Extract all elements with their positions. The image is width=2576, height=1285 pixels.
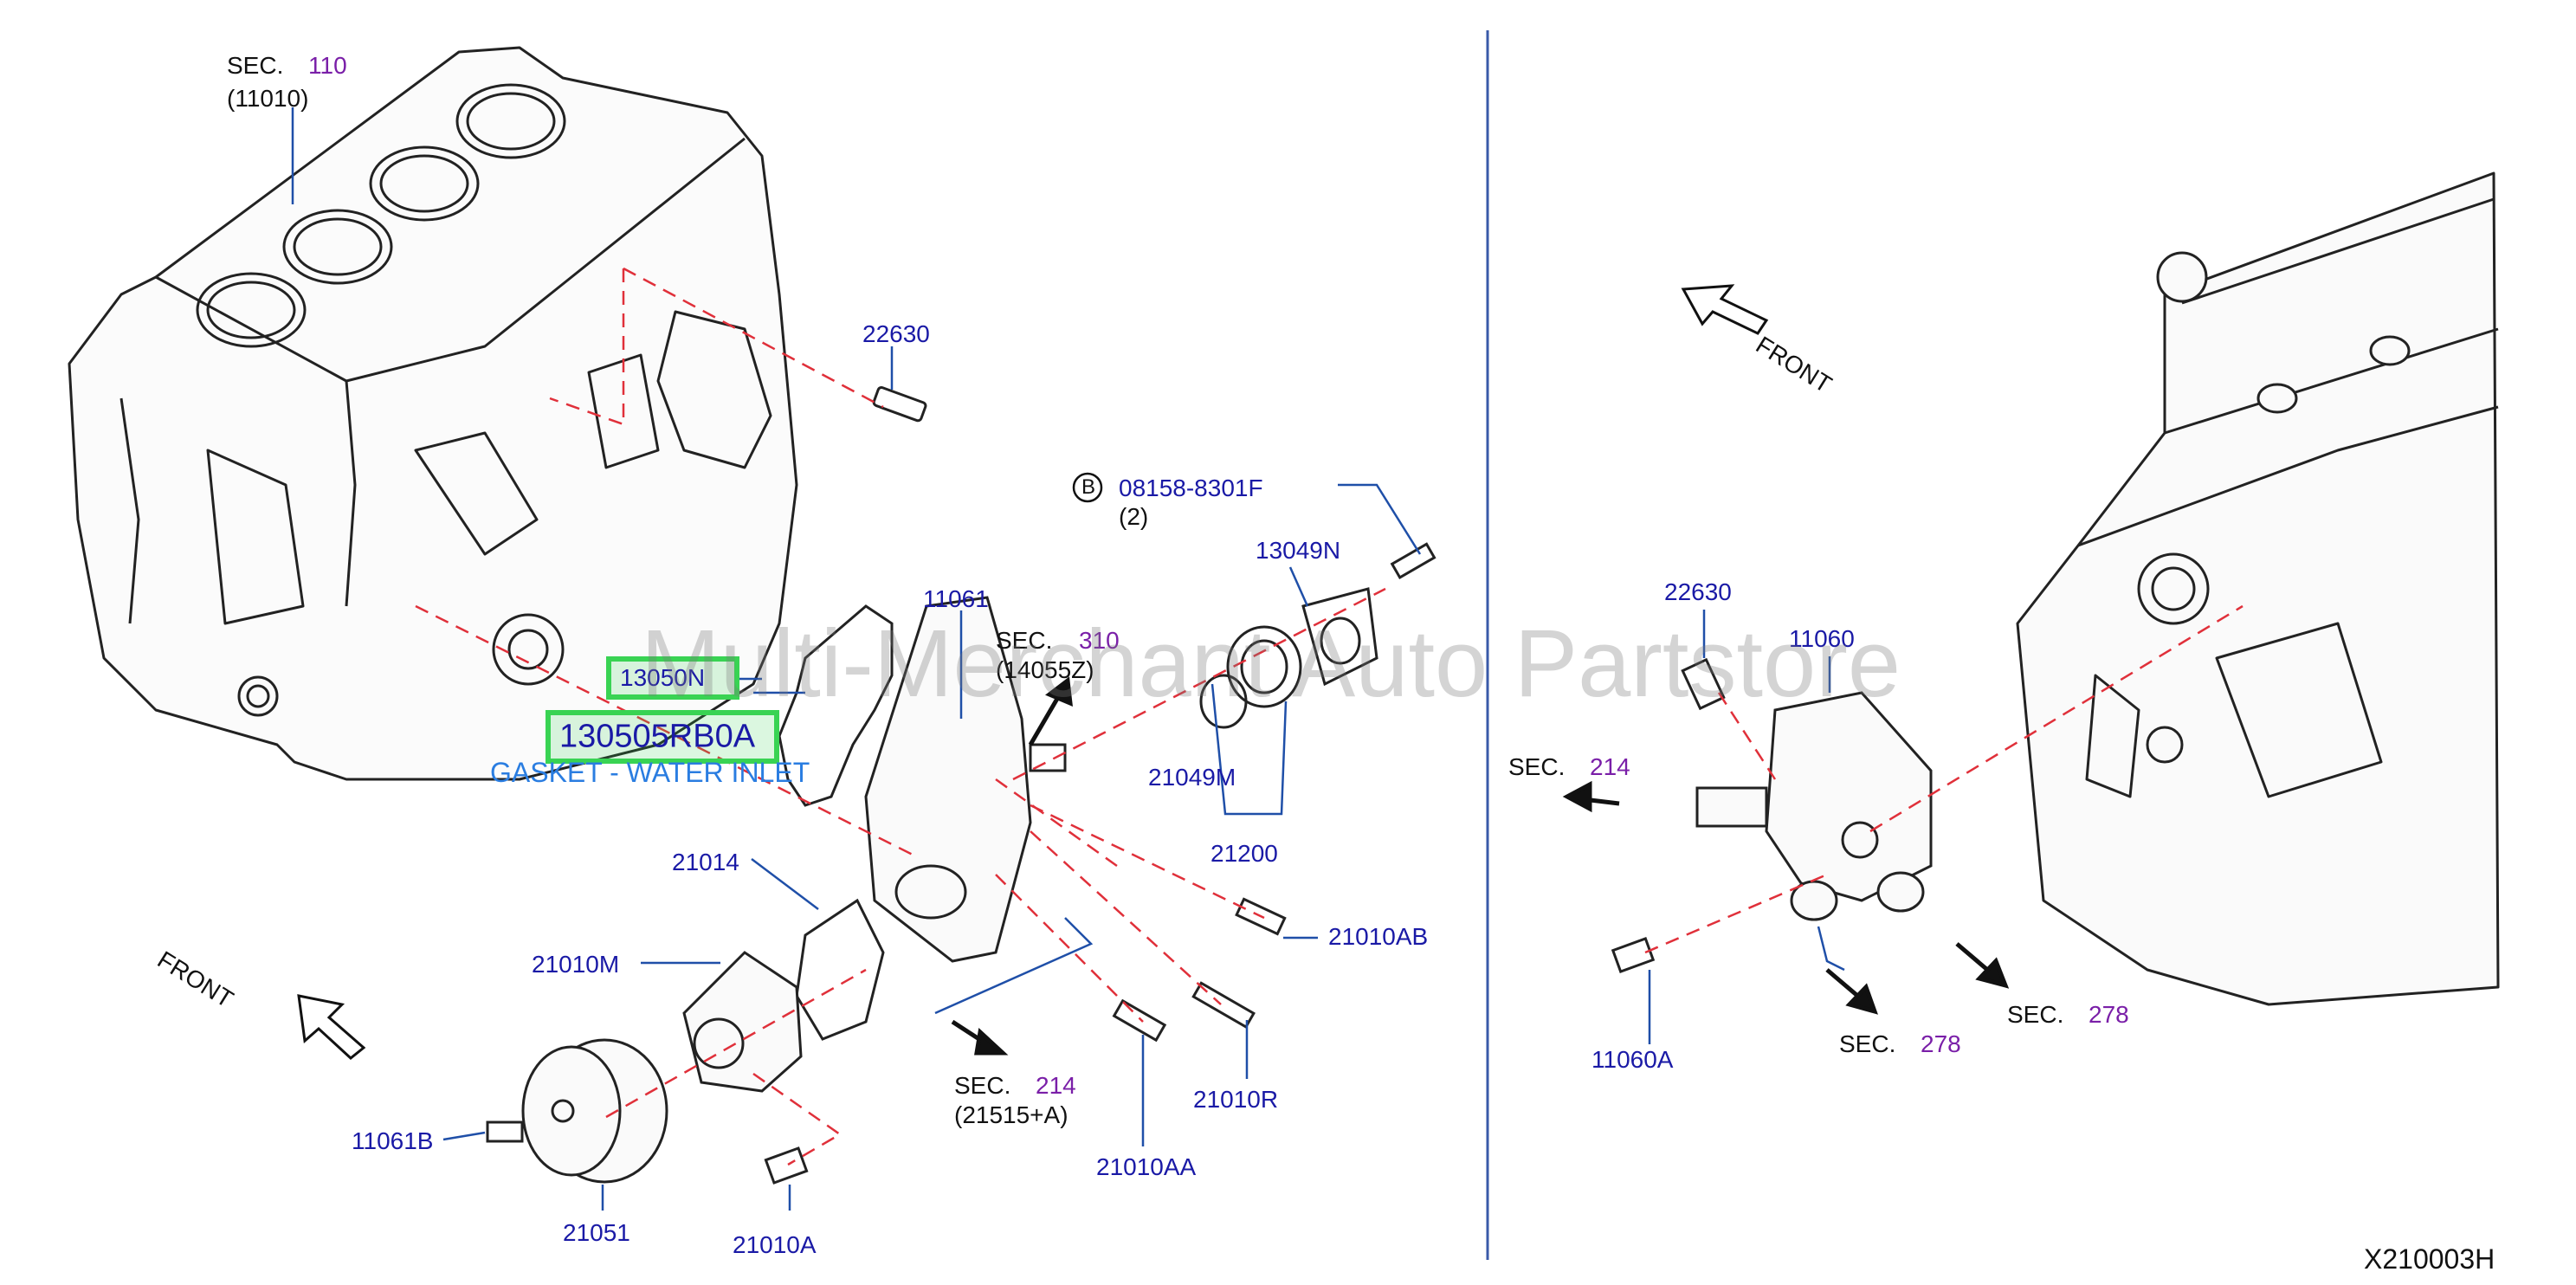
sec214-label-left: SEC.: [954, 1072, 1011, 1099]
part-21515a-label: (21515+A): [954, 1101, 1068, 1128]
bolts-illustration: [486, 386, 1726, 1185]
part-14055z-label: (14055Z): [996, 656, 1094, 683]
bolt-b-letter: B: [1081, 475, 1096, 499]
leader-lines: [291, 107, 1422, 1211]
part-13050n-label: 13050N: [620, 664, 706, 691]
part-21010a-label[interactable]: 21010A: [733, 1231, 817, 1258]
assembly-guide-lines: [415, 267, 1386, 1166]
part-21051-label[interactable]: 21051: [563, 1219, 630, 1246]
part-22630-label[interactable]: 22630: [862, 320, 930, 347]
gasket-13050n-illustration: [778, 604, 894, 807]
sec278-label-b: SEC.: [1839, 1030, 1896, 1057]
part-21010aa-label[interactable]: 21010AA: [1096, 1153, 1197, 1180]
sec278-number-b[interactable]: 278: [1921, 1030, 1961, 1057]
watermark: Multi-Merchant Auto Partstore: [641, 610, 1901, 717]
gasket-21014-illustration: [795, 898, 885, 1041]
sec310-number[interactable]: 310: [1079, 627, 1120, 654]
leader-lines-right: [1648, 610, 1845, 1044]
cylinder-head-illustration: [2016, 171, 2500, 1006]
part-11060-label[interactable]: 11060: [1789, 625, 1855, 652]
bolt-b-marker: [1072, 472, 1103, 503]
engine-block-illustration: [68, 46, 798, 781]
part-21010ab-label[interactable]: 21010AB: [1328, 923, 1429, 950]
part-21014-label[interactable]: 21014: [672, 849, 739, 875]
part-11061b-label[interactable]: 11061B: [352, 1127, 434, 1154]
part-11061-label[interactable]: 11061: [923, 585, 989, 612]
sec278-label-a: SEC.: [2007, 1001, 2064, 1028]
part-11010-label: (11010): [227, 85, 309, 112]
front-arrow-icons: [297, 284, 1769, 1060]
sec214-number-left[interactable]: 214: [1036, 1072, 1076, 1099]
diagram-code: X210003H: [2364, 1243, 2495, 1275]
part-13049n-label[interactable]: 13049N: [1256, 537, 1341, 564]
part-21010m-label[interactable]: 21010M: [532, 951, 620, 978]
part-21049m-label[interactable]: 21049M: [1148, 764, 1236, 791]
part-21200-label[interactable]: 21200: [1211, 840, 1278, 867]
sec110-label: SEC.: [227, 52, 284, 79]
water-pump-illustration: [682, 951, 803, 1093]
part-08158-8301f-label[interactable]: 08158-8301F: [1119, 475, 1263, 501]
sec110-number[interactable]: 110: [308, 52, 347, 79]
direction-arrows: [951, 676, 2010, 1056]
thermostat-illustration: [1199, 587, 1378, 729]
part-13050n-highlight[interactable]: 13050N: [606, 656, 739, 700]
sec214-number-right[interactable]: 214: [1590, 753, 1630, 780]
part-22630-right-label[interactable]: 22630: [1664, 578, 1732, 605]
part-21010r-label[interactable]: 21010R: [1193, 1086, 1279, 1113]
qty-2-label: (2): [1119, 503, 1149, 530]
assembly-guide-lines-right: [1644, 604, 2244, 954]
part-11060a-label[interactable]: 11060A: [1591, 1046, 1674, 1073]
part-130505rb0a-highlight[interactable]: 130505RB0A: [546, 710, 779, 764]
gasket-description: GASKET - WATER INLET: [490, 757, 810, 788]
pulley-illustration: [521, 1038, 668, 1184]
water-outlet-illustration: [1695, 691, 1933, 921]
sec310-label: SEC.: [996, 627, 1053, 654]
part-130505rb0a-label: 130505RB0A: [559, 718, 756, 755]
sec278-number-a[interactable]: 278: [2089, 1001, 2129, 1028]
sec214-label-right: SEC.: [1508, 753, 1566, 780]
water-inlet-housing-illustration: [864, 596, 1067, 963]
